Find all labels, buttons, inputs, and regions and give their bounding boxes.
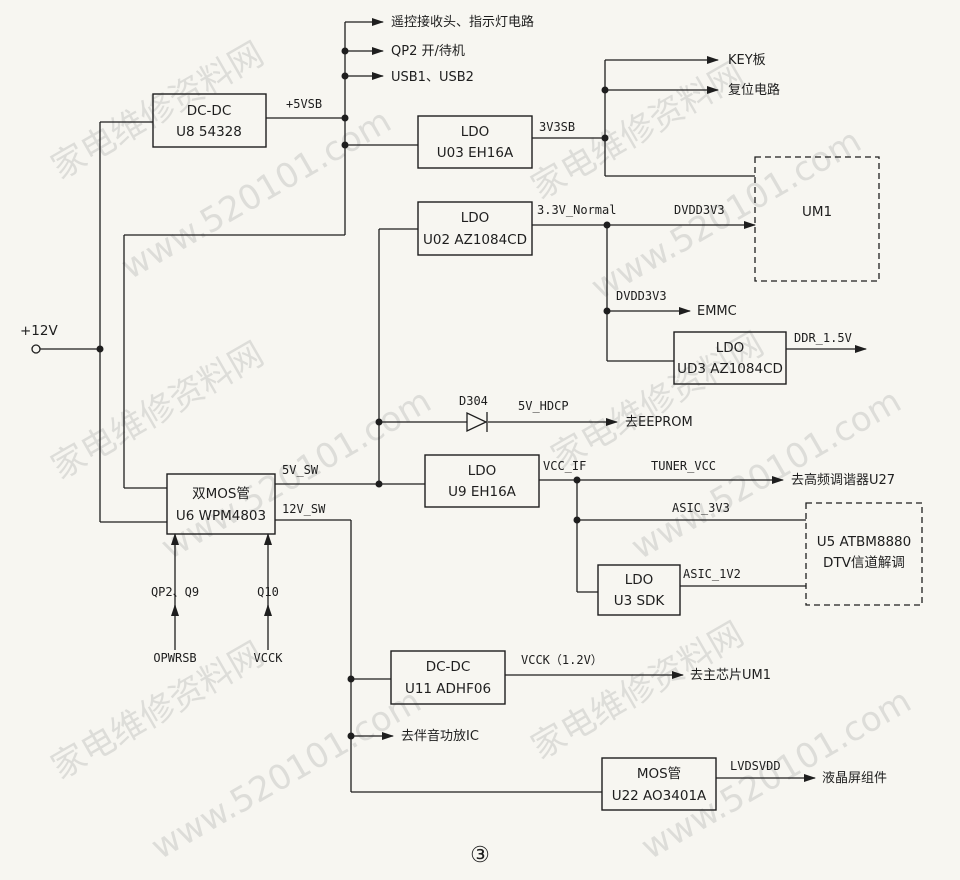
svg-text:U02 AZ1084CD: U02 AZ1084CD xyxy=(423,232,527,248)
block-u22: MOS管 U22 AO3401A xyxy=(601,757,717,811)
ctrl-q10: Q10 xyxy=(257,585,279,599)
svg-text:DTV信道解调: DTV信道解调 xyxy=(823,555,905,571)
ctrl-vcck: VCCK xyxy=(254,651,284,665)
dest-reset: 复位电路 xyxy=(728,82,780,98)
block-um1: UM1 xyxy=(754,156,880,282)
input-label: +12V xyxy=(20,323,58,339)
block-u11: DC-DC U11 ADHF06 xyxy=(390,650,506,705)
net-asic-3v3: ASIC_3V3 xyxy=(672,501,730,515)
block-u02: LDO U02 AZ1084CD xyxy=(417,201,533,256)
label-d304: D304 xyxy=(459,394,488,408)
block-u8: DC-DC U8 54328 xyxy=(152,93,267,148)
block-u6: 双MOS管 U6 WPM4803 xyxy=(166,473,276,535)
net-3v3sb: 3V3SB xyxy=(539,120,575,134)
svg-text:DC-DC: DC-DC xyxy=(187,103,232,119)
block-u9: LDO U9 EH16A xyxy=(424,454,540,508)
dest-tuner: 去高频调谐器U27 xyxy=(791,472,895,488)
watermark-text: 家电维修资料网 xyxy=(45,334,271,488)
net-5vsb: +5VSB xyxy=(286,97,322,111)
watermark-text: 家电维修资料网 xyxy=(45,34,271,188)
dest-emmc: EMMC xyxy=(697,304,737,319)
wires xyxy=(40,18,867,793)
svg-text:DC-DC: DC-DC xyxy=(426,659,471,675)
ctrl-qp2-q9: QP2、Q9 xyxy=(151,585,199,599)
dest-key: KEY板 xyxy=(728,53,766,68)
block-u03: LDO U03 EH16A xyxy=(417,115,533,169)
dest-audio: 去伴音功放IC xyxy=(401,728,479,744)
junctions xyxy=(96,47,611,740)
svg-text:U9 EH16A: U9 EH16A xyxy=(448,484,517,500)
diode-symbol xyxy=(466,411,488,433)
svg-text:LDO: LDO xyxy=(468,463,497,479)
dest-usb: USB1、USB2 xyxy=(391,70,474,85)
net-5v-sw: 5V_SW xyxy=(282,463,319,477)
svg-text:U6 WPM4803: U6 WPM4803 xyxy=(176,508,266,524)
block-u5: U5 ATBM8880 DTV信道解调 xyxy=(805,502,923,606)
dest-qp2: QP2 开/待机 xyxy=(391,44,465,59)
net-dvdd3v3-emmc: DVDD3V3 xyxy=(616,289,667,303)
dest-eeprom: 去EEPROM xyxy=(625,415,693,430)
input-terminal xyxy=(31,344,41,354)
control-labels: QP2、Q9 Q10 OPWRSB VCCK xyxy=(151,585,283,665)
dest-mainchip: 去主芯片UM1 xyxy=(690,668,771,683)
svg-text:LDO: LDO xyxy=(716,340,745,356)
net-vcck-1v2: VCCK（1.2V） xyxy=(521,653,603,667)
svg-text:MOS管: MOS管 xyxy=(637,766,681,782)
svg-text:LDO: LDO xyxy=(461,210,490,226)
net-3v3-normal: 3.3V_Normal xyxy=(537,203,616,217)
svg-text:UD3 AZ1084CD: UD3 AZ1084CD xyxy=(677,361,783,377)
ctrl-opwrsb: OPWRSB xyxy=(153,651,196,665)
figure-caption: ③ xyxy=(470,843,490,868)
net-5v-hdcp: 5V_HDCP xyxy=(518,399,569,413)
net-vcc-if: VCC_IF xyxy=(543,459,586,473)
net-ddr-1v5: DDR_1.5V xyxy=(794,331,852,345)
net-tuner-vcc: TUNER_VCC xyxy=(651,459,716,473)
block-u3: LDO U3 SDK xyxy=(597,564,681,616)
svg-text:LDO: LDO xyxy=(625,572,654,588)
svg-text:LDO: LDO xyxy=(461,124,490,140)
svg-text:U03 EH16A: U03 EH16A xyxy=(437,145,514,161)
svg-text:U22 AO3401A: U22 AO3401A xyxy=(612,788,707,804)
net-dvdd3v3: DVDD3V3 xyxy=(674,203,725,217)
svg-text:U11 ADHF06: U11 ADHF06 xyxy=(405,681,491,697)
net-lvdsvdd: LVDSVDD xyxy=(730,759,781,773)
svg-text:双MOS管: 双MOS管 xyxy=(192,486,250,502)
watermark-text: 家电维修资料网 xyxy=(525,614,751,768)
svg-text:UM1: UM1 xyxy=(802,204,832,220)
svg-text:U5 ATBM8880: U5 ATBM8880 xyxy=(817,534,911,550)
net-12v-sw: 12V_SW xyxy=(282,502,326,516)
svg-text:U8 54328: U8 54328 xyxy=(176,124,242,140)
destination-labels: 遥控接收头、指示灯电路 QP2 开/待机 USB1、USB2 KEY板 复位电路… xyxy=(391,14,895,786)
dest-lcd: 液晶屏组件 xyxy=(822,771,887,786)
net-labels: +5VSB 3V3SB 3.3V_Normal DVDD3V3 DVDD3V3 … xyxy=(282,97,852,773)
dest-remote: 遥控接收头、指示灯电路 xyxy=(391,14,534,30)
block-ud3: LDO UD3 AZ1084CD xyxy=(673,331,787,385)
svg-text:U3 SDK: U3 SDK xyxy=(614,593,666,609)
net-asic-1v2: ASIC_1V2 xyxy=(683,567,741,581)
